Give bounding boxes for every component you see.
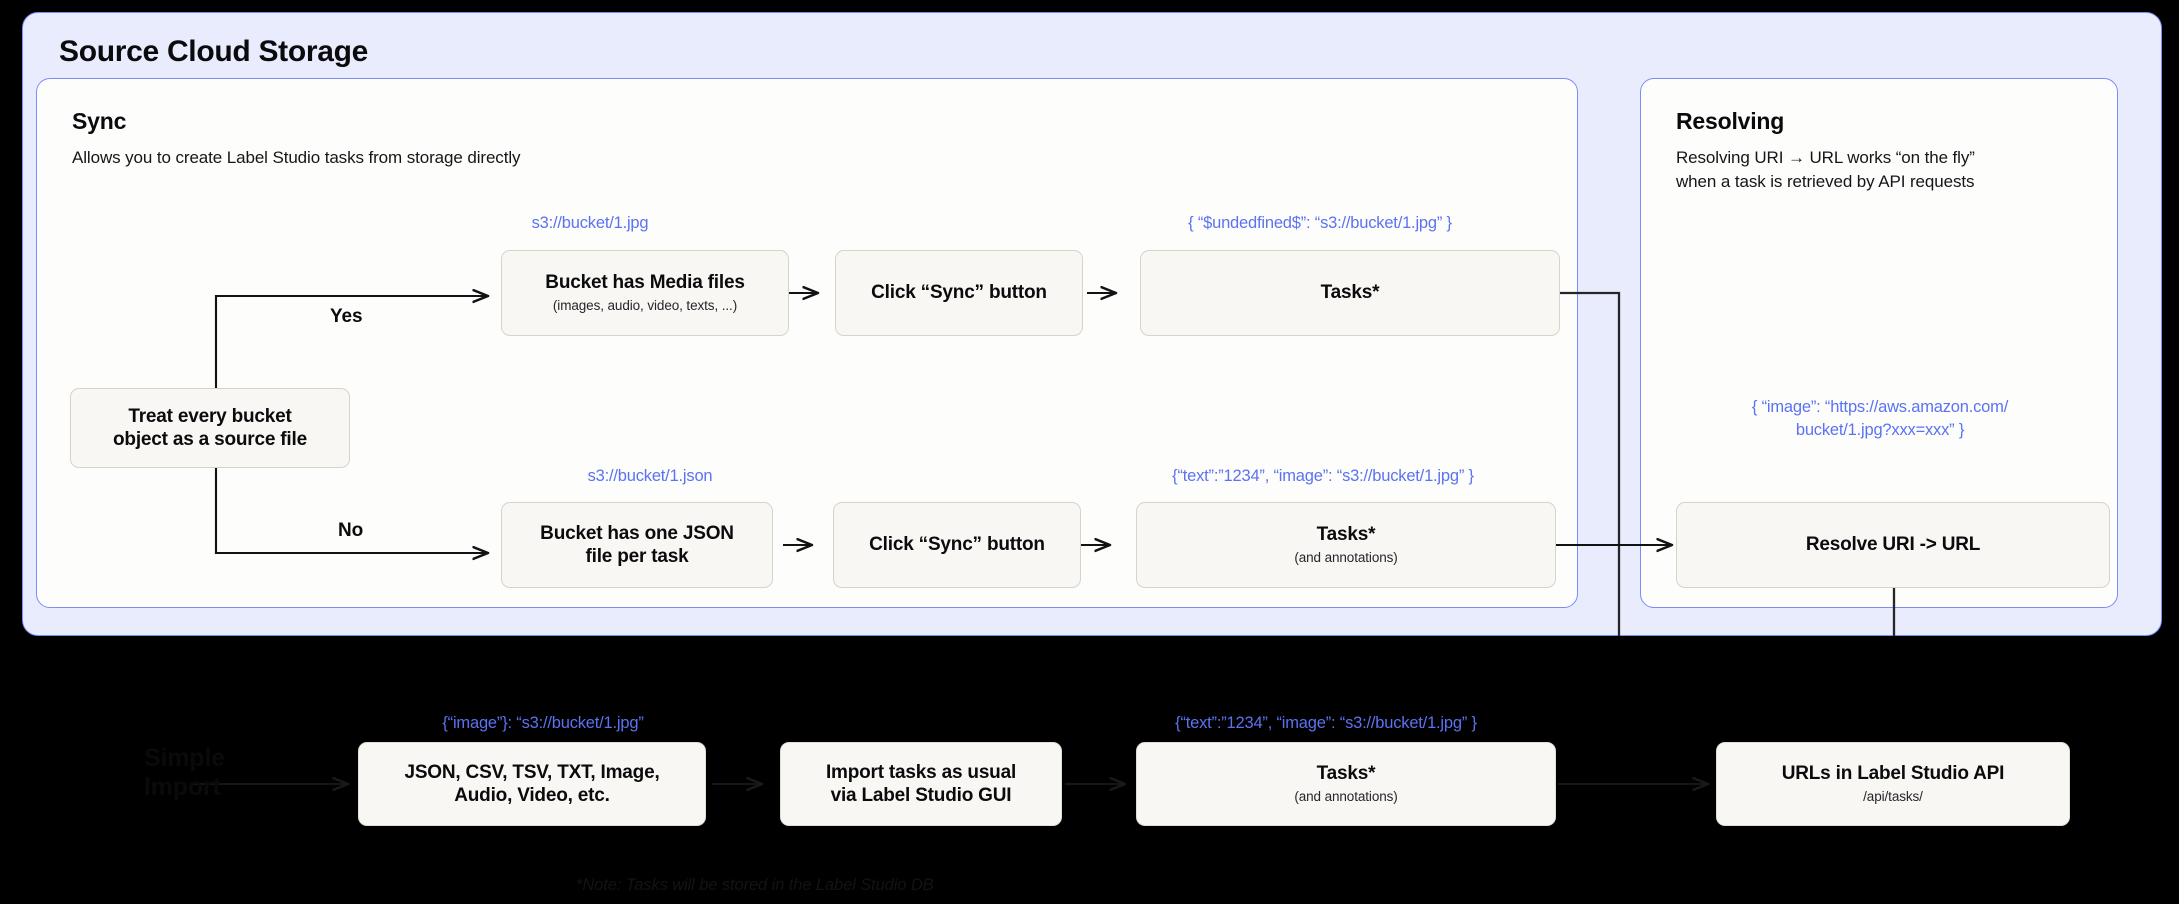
box-bucket-has-media-files[interactable]: Bucket has Media files (images, audio, v…: [501, 250, 789, 336]
note-tasks-text-image-json: {“text”:”1234”, “image”: “s3://bucket/1.…: [1172, 467, 1474, 485]
box-click-sync-button-no[interactable]: Click “Sync” button: [833, 502, 1081, 588]
branch-label-yes: Yes: [330, 306, 363, 327]
box-supported-formats[interactable]: JSON, CSV, TSV, TXT, Image, Audio, Video…: [358, 742, 706, 826]
resolving-panel-title: Resolving: [1676, 108, 1785, 134]
branch-label-no: No: [338, 520, 364, 541]
box-tasks-bottom-subtitle: (and annotations): [1294, 789, 1398, 805]
box-urls-in-label-studio-api[interactable]: URLs in Label Studio API /api/tasks/: [1716, 742, 2070, 826]
box-tasks-no-title: Tasks*: [1316, 524, 1376, 546]
box-supported-formats-title: JSON, CSV, TSV, TXT, Image, Audio, Video…: [404, 761, 660, 806]
footnote-tasks-storage: *Note: Tasks will be stored in the Label…: [576, 876, 934, 894]
box-tasks-bottom[interactable]: Tasks* (and annotations): [1136, 742, 1556, 826]
note-s3-bucket-jpg: s3://bucket/1.jpg: [531, 214, 649, 232]
box-urls-in-label-studio-api-subtitle: /api/tasks/: [1863, 789, 1923, 805]
box-click-sync-button-yes[interactable]: Click “Sync” button: [835, 250, 1083, 336]
decision-box-label: Treat every bucket object as a source fi…: [113, 405, 307, 450]
box-bucket-has-one-json-file-title: Bucket has one JSON file per task: [540, 522, 734, 567]
simple-import-section-label: Simple Import: [144, 744, 225, 801]
box-bucket-has-media-files-subtitle: (images, audio, video, texts, ...): [552, 298, 738, 314]
box-click-sync-button-no-title: Click “Sync” button: [869, 534, 1045, 556]
note-bottom-image-s3: {“image”}: “s3://bucket/1.jpg”: [442, 714, 644, 732]
sync-panel-title: Sync: [72, 108, 127, 134]
box-tasks-no[interactable]: Tasks* (and annotations): [1136, 502, 1556, 588]
box-tasks-yes-title: Tasks*: [1320, 282, 1380, 304]
decision-box-treat-bucket-object[interactable]: Treat every bucket object as a source fi…: [70, 388, 350, 468]
sync-panel-subtitle: Allows you to create Label Studio tasks …: [72, 148, 521, 167]
box-tasks-bottom-title: Tasks*: [1316, 763, 1376, 785]
box-tasks-yes[interactable]: Tasks*: [1140, 250, 1560, 336]
box-bucket-has-one-json-file[interactable]: Bucket has one JSON file per task: [501, 502, 773, 588]
note-s3-bucket-json: s3://bucket/1.json: [587, 467, 713, 485]
resolving-panel-subtitle: Resolving URI → URL works “on the fly” w…: [1676, 148, 1975, 192]
box-import-tasks-gui[interactable]: Import tasks as usual via Label Studio G…: [780, 742, 1062, 826]
box-import-tasks-gui-title: Import tasks as usual via Label Studio G…: [825, 761, 1017, 806]
note-resolved-url: { “image”: “https://aws.amazon.com/ buck…: [1751, 398, 2009, 439]
note-bottom-tasks-text-image: {“text”:”1234”, “image”: “s3://bucket/1.…: [1175, 714, 1477, 732]
box-bucket-has-media-files-title: Bucket has Media files: [545, 272, 745, 294]
box-tasks-no-subtitle: (and annotations): [1294, 550, 1398, 566]
box-click-sync-button-yes-title: Click “Sync” button: [871, 282, 1047, 304]
box-resolve-uri-to-url-title: Resolve URI -> URL: [1805, 534, 1981, 556]
note-tasks-undefined-json: { “$undedfined$”: “s3://bucket/1.jpg” }: [1188, 214, 1452, 232]
page-title: Source Cloud Storage: [59, 35, 369, 68]
box-resolve-uri-to-url[interactable]: Resolve URI -> URL: [1676, 502, 2110, 588]
box-urls-in-label-studio-api-title: URLs in Label Studio API: [1781, 763, 2005, 785]
